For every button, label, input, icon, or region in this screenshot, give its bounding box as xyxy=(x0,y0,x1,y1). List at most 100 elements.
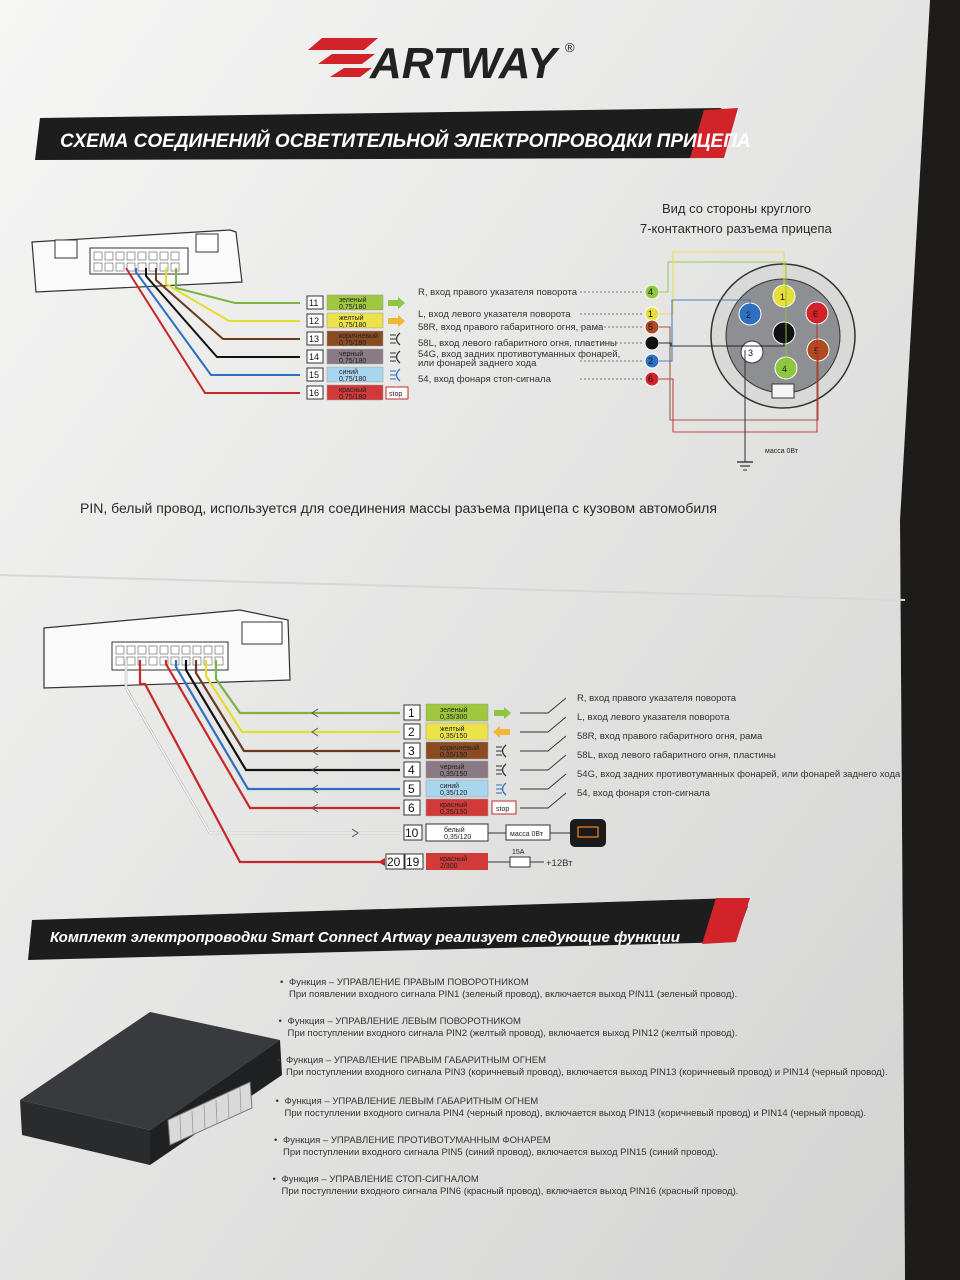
signal-label: L, вход левого указателя поворота xyxy=(577,712,730,723)
leader-line xyxy=(520,754,567,771)
wire-11 xyxy=(175,268,300,304)
module-pin-slot xyxy=(148,645,158,655)
function-bullet: • xyxy=(276,1096,279,1107)
artway-logo: ARTWAY ® xyxy=(308,38,575,88)
battery-icon xyxy=(570,819,606,847)
leader-line xyxy=(520,792,567,809)
function-description: При поступлении входного сигнала PIN6 (к… xyxy=(282,1186,739,1197)
svg-text:®: ® xyxy=(565,40,575,55)
module-pin-slot xyxy=(126,262,136,272)
wire-name: коричневый xyxy=(339,332,378,340)
function-bullet: • xyxy=(279,1016,282,1027)
wire-2 xyxy=(204,660,400,734)
module-pin-slot xyxy=(159,251,169,261)
direction-arrow-icon xyxy=(351,828,359,838)
fog-lamp-icon xyxy=(496,782,507,796)
wire-color-chip xyxy=(326,294,384,311)
function-description: При появлении входного сигнала PIN1 (зел… xyxy=(289,989,737,1000)
pin-number: 1 xyxy=(408,706,415,720)
pin-number: 2 xyxy=(408,725,415,739)
pin-number-box xyxy=(385,853,405,870)
wire-spec: 0,35/150 xyxy=(440,771,467,778)
function-title: Функция – УПРАВЛЕНИЕ ПРАВЫМ ПОВОРОТНИКОМ xyxy=(289,977,529,988)
function-title: Функция – УПРАВЛЕНИЕ ЛЕВЫМ ПОВОРОТНИКОМ xyxy=(288,1016,522,1027)
socket-pin-number: 1 xyxy=(648,309,653,319)
direction-arrow-icon xyxy=(311,784,319,794)
module-pin-slot xyxy=(214,645,224,655)
wire-spec: 0,35/150 xyxy=(440,752,467,759)
leader-line xyxy=(520,773,567,790)
pin-number-b: 19 xyxy=(406,855,420,869)
pin-number: 13 xyxy=(309,334,319,344)
svg-text:6: 6 xyxy=(813,309,818,319)
signal-label-cont: или фонарей заднего хода xyxy=(418,358,537,369)
function-bullet: • xyxy=(280,977,283,988)
socket-pin-number: 7 xyxy=(648,338,653,348)
signal-label: R, вход правого указателя поворота xyxy=(418,287,578,298)
pin-number-box xyxy=(306,349,324,364)
module-pin-slot xyxy=(203,645,213,655)
wire-color-chip xyxy=(326,312,384,329)
wire-name: белый xyxy=(444,826,465,834)
pin-number-box xyxy=(403,704,421,721)
module-pin-slot xyxy=(148,262,158,272)
fog-lamp-icon xyxy=(390,368,401,382)
socket-feed-wire xyxy=(659,333,785,347)
wire-14 xyxy=(145,268,300,358)
pin-number: 14 xyxy=(309,352,319,362)
function-bullet: • xyxy=(274,1135,277,1146)
functions-banner: Комплект электропроводки Smart Connect A… xyxy=(28,898,750,960)
wire-color-chip xyxy=(326,384,384,401)
signal-label: R, вход правого указателя поворота xyxy=(577,693,737,704)
leader-line xyxy=(520,716,567,733)
connector-view-caption-2: 7-контактного разъема прицепа xyxy=(640,221,833,236)
svg-text:3: 3 xyxy=(748,348,753,358)
wire-spec: 0,75/180 xyxy=(339,394,366,401)
wire-13 xyxy=(155,268,300,340)
pin-number: 15 xyxy=(309,370,319,380)
wire-color-chip xyxy=(326,330,384,347)
module-pin-slot xyxy=(148,251,158,261)
module-pin-slot xyxy=(104,262,114,272)
wire-spec: 0,35/150 xyxy=(440,733,467,740)
functions-title: Комплект электропроводки Smart Connect A… xyxy=(50,929,680,946)
module-pin-slot xyxy=(126,645,136,655)
socket-feed-wire xyxy=(659,313,818,433)
svg-text:4: 4 xyxy=(782,364,787,374)
svg-text:ARTWAY: ARTWAY xyxy=(369,39,560,88)
pin-number-box xyxy=(403,723,421,740)
module-pin-slot xyxy=(170,645,180,655)
leader-line xyxy=(520,697,567,714)
left-arrow-icon xyxy=(388,315,405,327)
function-title: Функция – УПРАВЛЕНИЕ ПРОТИВОТУМАННЫМ ФОН… xyxy=(283,1135,551,1146)
wire-color-chip xyxy=(425,741,489,760)
wire-name: желтый xyxy=(339,314,364,322)
function-description: При поступлении входного сигнала PIN5 (с… xyxy=(283,1147,718,1158)
module-pin-slot xyxy=(137,262,147,272)
signal-label: 54G, вход задних противотуманных фонарей… xyxy=(418,349,620,360)
direction-arrow-icon xyxy=(311,708,319,718)
signal-label: 58R, вход правого габаритного огня, рама xyxy=(577,731,763,742)
socket-pin-number: 4 xyxy=(648,287,653,297)
socket-feed-wire xyxy=(659,261,787,368)
wire-color-chip xyxy=(425,703,489,722)
wire-spec: 0,35/300 xyxy=(440,714,467,721)
wire-name: черный xyxy=(339,350,363,358)
module-pin-slot xyxy=(126,656,136,666)
ground-label: масса 0Вт xyxy=(510,831,544,838)
wire-spec: 0,35/150 xyxy=(440,809,467,816)
function-bullet: • xyxy=(277,1055,280,1066)
stop-icon xyxy=(385,386,409,400)
wire-color-chip xyxy=(426,853,488,870)
function-title: Функция – УПРАВЛЕНИЕ ЛЕВЫМ ГАБАРИТНЫМ ОГ… xyxy=(285,1096,539,1107)
wire-1 xyxy=(214,660,400,715)
pin-number: 3 xyxy=(408,744,415,758)
pin-number-box xyxy=(306,367,324,382)
stop-icon xyxy=(491,800,517,815)
socket-feed-wire xyxy=(659,299,751,362)
wire-spec: 0,75/180 xyxy=(339,376,366,383)
wire-name: зеленый xyxy=(339,296,367,304)
module-pin-slot xyxy=(159,645,169,655)
